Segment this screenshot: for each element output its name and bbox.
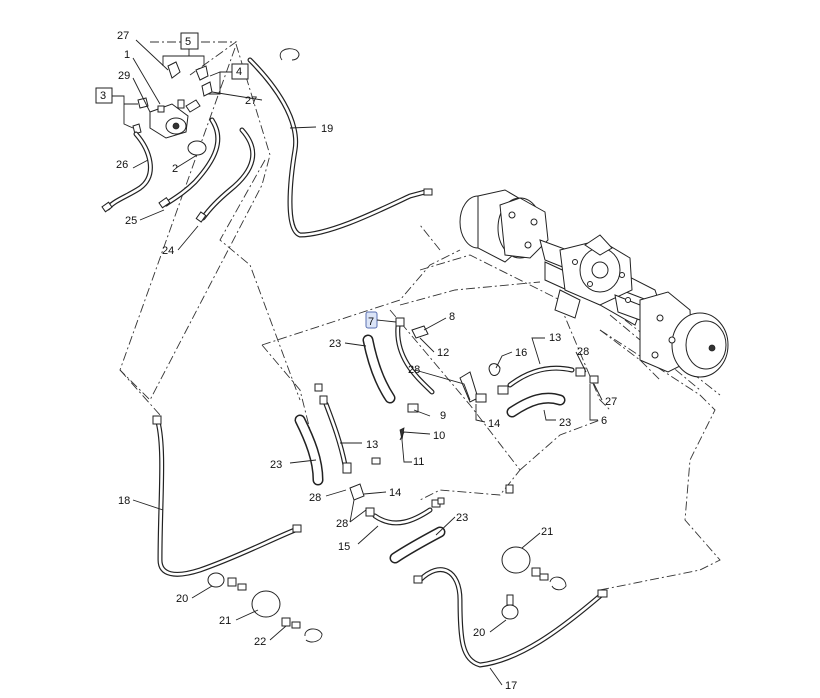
callout-label: 3 <box>100 90 106 102</box>
callout-23: 23 <box>270 459 282 471</box>
callout-28: 28 <box>577 346 589 358</box>
callout-23: 23 <box>329 338 341 350</box>
callout-6: 6 <box>601 415 607 427</box>
box-callout-5: 5 <box>162 32 205 66</box>
callout-19: 19 <box>321 123 333 135</box>
sleeve-23-a <box>362 334 396 404</box>
callout-10: 10 <box>433 430 445 442</box>
callout-14: 14 <box>389 487 401 499</box>
callout-23: 23 <box>456 512 468 524</box>
callout-21: 21 <box>541 526 553 538</box>
callout-17: 17 <box>505 680 517 692</box>
hose-17 <box>413 567 608 668</box>
leader-lines <box>132 39 603 686</box>
brake-valve-cluster <box>132 48 300 156</box>
callout-27: 27 <box>245 95 257 107</box>
callout-numbers: 27 1 29 27 19 2 26 25 24 8 23 12 28 9 10… <box>116 30 617 692</box>
callout-1: 1 <box>124 49 130 61</box>
clamps <box>207 546 567 643</box>
hose-13-right <box>507 365 575 388</box>
callout-23: 23 <box>559 417 571 429</box>
hose-7 <box>395 323 435 395</box>
sleeve-23-b <box>294 414 324 486</box>
callout-20: 20 <box>176 593 188 605</box>
small-fittings <box>314 317 599 517</box>
callout-label: 4 <box>236 66 242 78</box>
callout-29: 29 <box>118 70 130 82</box>
hose-25 <box>158 117 221 209</box>
hose-26 <box>101 131 153 213</box>
callout-8: 8 <box>449 311 455 323</box>
axle-assembly <box>459 189 729 378</box>
callout-25: 25 <box>125 215 137 227</box>
callout-13: 13 <box>549 332 561 344</box>
hose-15 <box>372 507 433 526</box>
callout-label: 7 <box>368 316 374 328</box>
callout-27: 27 <box>117 30 129 42</box>
sleeve-23-d <box>389 526 446 564</box>
callout-12: 12 <box>437 347 449 359</box>
callout-24: 24 <box>162 245 174 257</box>
callout-2: 2 <box>172 163 178 175</box>
callout-18: 18 <box>118 495 130 507</box>
box-callout-4: 4 <box>208 63 249 95</box>
callout-27: 27 <box>605 396 617 408</box>
callout-22: 22 <box>254 636 266 648</box>
sleeve-23-c <box>506 392 566 418</box>
box-callout-3: 3 <box>95 87 138 129</box>
callout-11: 11 <box>413 456 424 468</box>
callout-label: 5 <box>185 36 191 48</box>
box-callout-7-highlight[interactable]: 7 <box>365 311 378 329</box>
hose-24 <box>195 127 256 223</box>
callout-16: 16 <box>515 347 527 359</box>
callout-9: 9 <box>440 410 446 422</box>
callout-14: 14 <box>488 418 500 430</box>
hose-18 <box>152 415 302 577</box>
callout-20: 20 <box>473 627 485 639</box>
callout-26: 26 <box>116 159 128 171</box>
callout-28: 28 <box>408 364 420 376</box>
hose-19 <box>247 57 433 238</box>
callout-21: 21 <box>219 615 231 627</box>
callout-13: 13 <box>366 439 378 451</box>
hose-13-left <box>323 401 348 468</box>
callout-15: 15 <box>338 541 350 553</box>
callout-28: 28 <box>336 518 348 530</box>
callout-28: 28 <box>309 492 321 504</box>
